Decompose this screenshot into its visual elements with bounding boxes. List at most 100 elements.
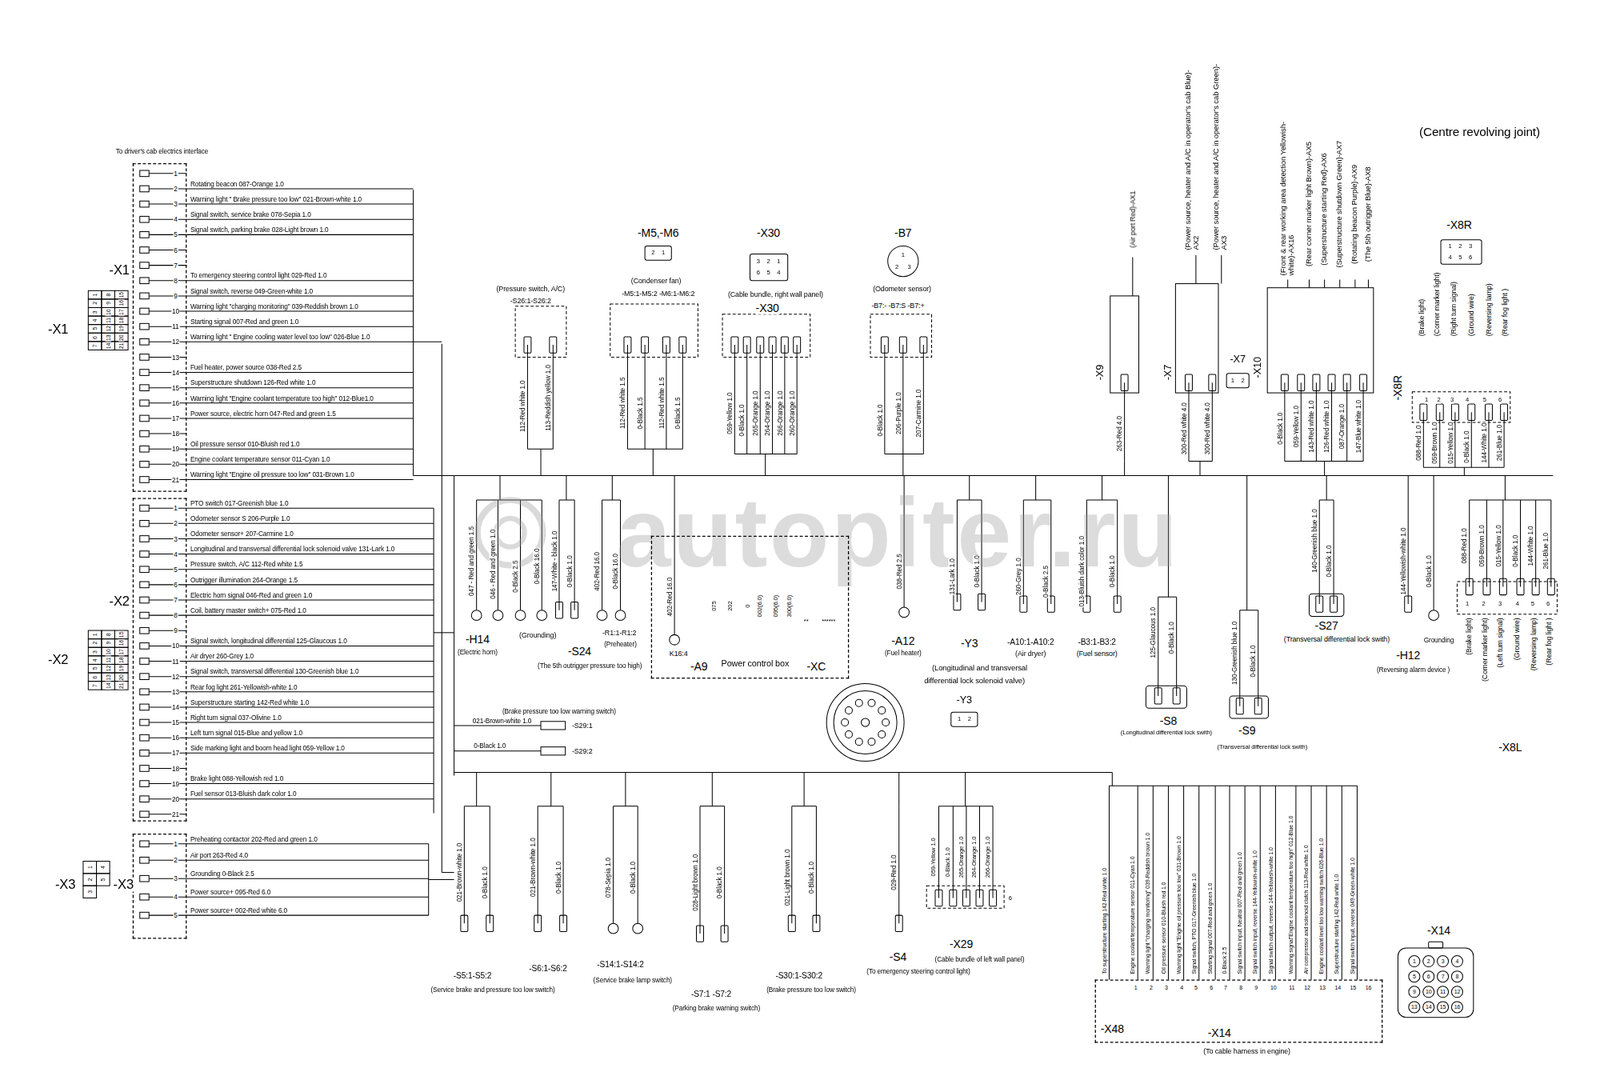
pin-grid-cell	[114, 324, 128, 334]
diagram-label: Rear fog light 261-Yellowish-white 1.0	[189, 683, 298, 691]
diagram-label: 12	[104, 325, 112, 333]
diagram-label: 15	[118, 291, 125, 299]
pin-symbol	[743, 336, 751, 353]
pin-symbol	[1312, 374, 1320, 391]
diagram-label: Longitudinal and transversal differentia…	[189, 545, 396, 553]
diagram-label: Coil, battery master switch+ 075-Red 1.0	[189, 606, 307, 614]
wire	[476, 500, 477, 611]
wire	[1354, 279, 1356, 288]
wire	[148, 341, 187, 343]
wire	[186, 448, 413, 450]
wire	[1188, 382, 1189, 461]
diagram-label: -S27	[1314, 619, 1339, 632]
wire	[148, 843, 428, 844]
diagram-label: Air dryer 260-Grey 1.0	[189, 652, 254, 660]
node-text: 13	[171, 353, 180, 361]
diagram-label: 11	[1439, 988, 1446, 996]
diagram-label: -X14	[1426, 924, 1451, 937]
wire	[186, 387, 413, 388]
diagram-label: -B7	[893, 226, 912, 239]
diagram-label: 059-Brown 1.0	[1477, 524, 1485, 568]
diagram-label: 10	[1269, 984, 1277, 992]
diagram-label: (Rear corner marker light Brown)-AX5	[1304, 140, 1314, 267]
pin-symbol	[140, 875, 149, 882]
diagram-label: 2	[1426, 958, 1431, 965]
diagram-label: Signal switch output, reverse 144-Yellow…	[1267, 847, 1274, 976]
diagram-label: 0-Black 2.5	[1221, 946, 1228, 975]
pin-grid-cell	[88, 630, 102, 640]
pin-grid-cell	[101, 639, 116, 648]
connector-housing	[1456, 581, 1557, 615]
wire	[148, 464, 187, 465]
diagram-label: (To emergency steering control light)	[866, 968, 972, 976]
wire	[816, 806, 817, 924]
node-text: 15	[171, 719, 180, 727]
diagram-label: 300(6.0)	[786, 594, 793, 618]
diagram-label: 021-Brown-white 1.0	[455, 842, 463, 903]
pin-symbol	[641, 336, 649, 353]
wire	[898, 772, 900, 807]
pin-symbol	[1047, 596, 1055, 612]
wire	[527, 344, 528, 449]
wire	[1550, 500, 1552, 587]
pin-grid-cell	[101, 308, 116, 317]
pin-symbol	[1404, 596, 1412, 612]
pin-grid-cell	[88, 664, 102, 673]
diagram-label: (Superstructure starting Red)-AX6	[1320, 152, 1329, 267]
diagram-label: 4	[1180, 984, 1184, 992]
connector-housing	[1175, 284, 1219, 393]
diagram-label: 2	[967, 716, 972, 723]
diagram-label: Odometer sensor+ 207-Carmine 1.0	[189, 530, 294, 538]
pin-grid-cell	[88, 656, 102, 665]
diagram-label: 3	[1164, 984, 1168, 992]
wire	[148, 584, 187, 585]
pin-grid-cell	[83, 873, 97, 886]
diagram-label: 3	[1449, 396, 1454, 404]
round-connector-pin	[855, 699, 863, 707]
wire	[1324, 279, 1325, 288]
diagram-label: 8	[104, 292, 112, 297]
connector-pin	[1451, 971, 1463, 983]
wire	[1356, 785, 1358, 980]
pin-symbol	[140, 520, 149, 528]
wire	[148, 356, 187, 358]
pin-symbol	[140, 504, 149, 512]
node-text: 14	[171, 703, 180, 711]
diagram-label: (Ground wire)	[1513, 617, 1522, 661]
diagram-label: Left turn signal 015-Blue and yellow 1.0	[189, 728, 303, 736]
diagram-label: 260-Orange 1.0	[788, 390, 796, 437]
diagram-label: 0-Black 1.0	[1324, 544, 1332, 578]
diagram-label: Warning light "charging monitoring" 039-…	[1144, 832, 1152, 975]
diagram-label: (Right turn signal)	[1450, 281, 1459, 337]
pin-symbol	[1436, 404, 1444, 420]
round-connector-pin	[868, 699, 876, 707]
diagram-label: 15	[118, 631, 125, 639]
wire	[186, 234, 413, 236]
wire	[734, 453, 797, 455]
node-text: 7	[173, 596, 179, 604]
pin-symbol	[140, 704, 149, 711]
pin-symbol	[140, 765, 149, 772]
diagram-label: 0-Black 1.0	[1249, 644, 1257, 678]
pin-grid-cell	[96, 873, 111, 886]
connector-pin	[1408, 956, 1420, 968]
wire	[454, 724, 541, 726]
wire	[1433, 475, 1435, 500]
round-connector-pin	[878, 707, 886, 715]
pin-symbol	[140, 734, 149, 741]
wire	[148, 172, 187, 174]
pin-symbol	[756, 336, 764, 353]
wire	[558, 500, 560, 611]
diagram-label: 11	[104, 316, 112, 324]
diagram-label: -S5:1-S5:2	[452, 972, 492, 981]
diagram-label: 6	[1545, 600, 1550, 608]
node-text: 10	[171, 642, 180, 650]
wire	[499, 475, 500, 500]
diagram-label: -S9	[1237, 724, 1256, 737]
node-text: 5	[173, 231, 179, 239]
node-text: 3	[173, 535, 179, 543]
pin-symbol	[534, 915, 542, 932]
connector-name: -X2	[108, 594, 131, 609]
diagram-label: 13	[104, 333, 112, 341]
diagram-label: Air compressor and solenoid clutch 113-R…	[1303, 844, 1310, 975]
